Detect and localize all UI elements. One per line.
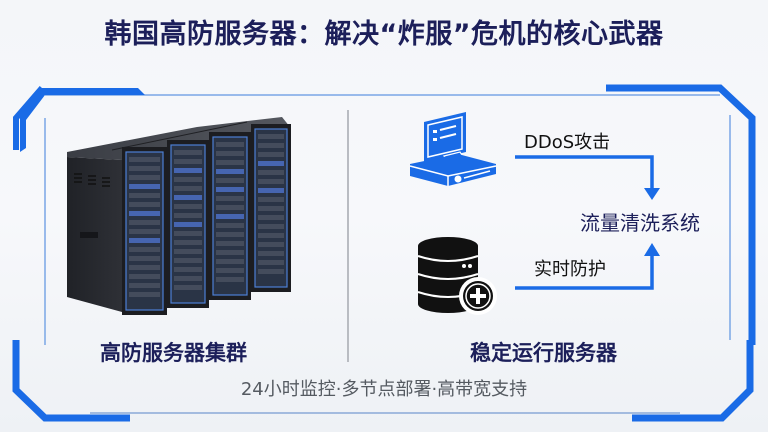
right-caption: 稳定运行服务器 bbox=[470, 341, 617, 365]
left-caption: 高防服务器集群 bbox=[100, 341, 247, 365]
realtime-protection-label: 实时防护 bbox=[534, 259, 606, 280]
database-add-icon bbox=[417, 237, 497, 315]
flow-arrows bbox=[515, 155, 660, 290]
traffic-scrubbing-label: 流量清洗系统 bbox=[580, 211, 700, 235]
arrow-up-icon bbox=[644, 243, 660, 256]
server-rack-cluster-image bbox=[67, 117, 291, 315]
page-title: 韩国高防服务器：解决“炸服”危机的核心武器 bbox=[104, 19, 664, 50]
ddos-attack-label: DDoS攻击 bbox=[524, 132, 611, 153]
arrow-down-icon bbox=[644, 188, 660, 200]
panel-divider bbox=[347, 110, 349, 362]
computer-terminal-icon bbox=[409, 112, 497, 186]
feature-footer: 24小时监控·多节点部署·高带宽支持 bbox=[240, 379, 528, 400]
